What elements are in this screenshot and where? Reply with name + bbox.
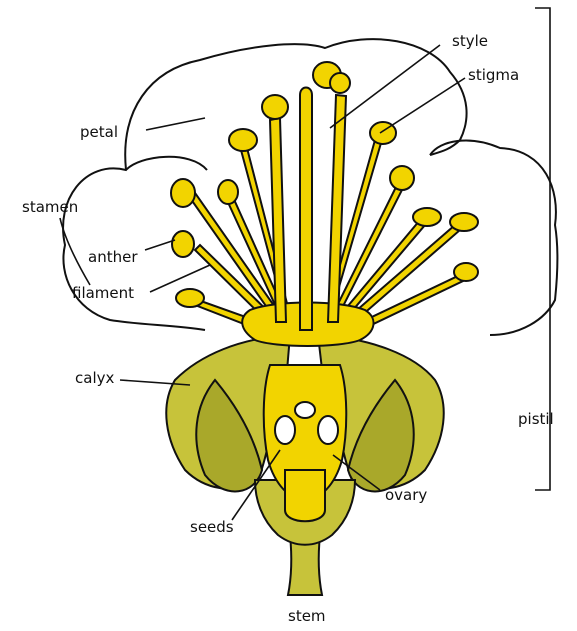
- petal-leader: [146, 118, 205, 130]
- anther-10: [454, 263, 478, 281]
- label-calyx: calyx: [75, 369, 114, 387]
- anther-9: [450, 213, 478, 231]
- style-column: [300, 88, 312, 331]
- label-stem: stem: [288, 607, 326, 625]
- label-pistil: pistil: [518, 410, 554, 428]
- anther-1: [176, 289, 204, 307]
- label-seeds: seeds: [190, 518, 234, 536]
- anther-2: [172, 231, 194, 257]
- anther-7: [390, 166, 414, 190]
- label-filament: filament: [72, 284, 134, 302]
- seed-3: [318, 416, 338, 444]
- label-stigma: stigma: [468, 66, 519, 84]
- stigma-leader: [380, 78, 465, 133]
- anther-5: [229, 129, 257, 151]
- style-column-3: [328, 95, 346, 322]
- seed-2: [275, 416, 295, 444]
- petal-top-outline: [125, 39, 466, 170]
- label-petal: petal: [80, 123, 118, 141]
- anther-leader: [145, 240, 175, 250]
- seed-1: [295, 402, 315, 418]
- label-style: style: [452, 32, 488, 50]
- stigma-3: [330, 73, 350, 93]
- stigma-1: [262, 95, 288, 119]
- anthers: [171, 122, 478, 307]
- label-ovary: ovary: [385, 486, 427, 504]
- ovary-base: [285, 470, 325, 521]
- filament-leader: [150, 265, 210, 292]
- label-anther: anther: [88, 248, 138, 266]
- label-stamen: stamen: [22, 198, 78, 216]
- anther-8: [413, 208, 441, 226]
- anther-3: [171, 179, 195, 207]
- anther-4: [218, 180, 238, 204]
